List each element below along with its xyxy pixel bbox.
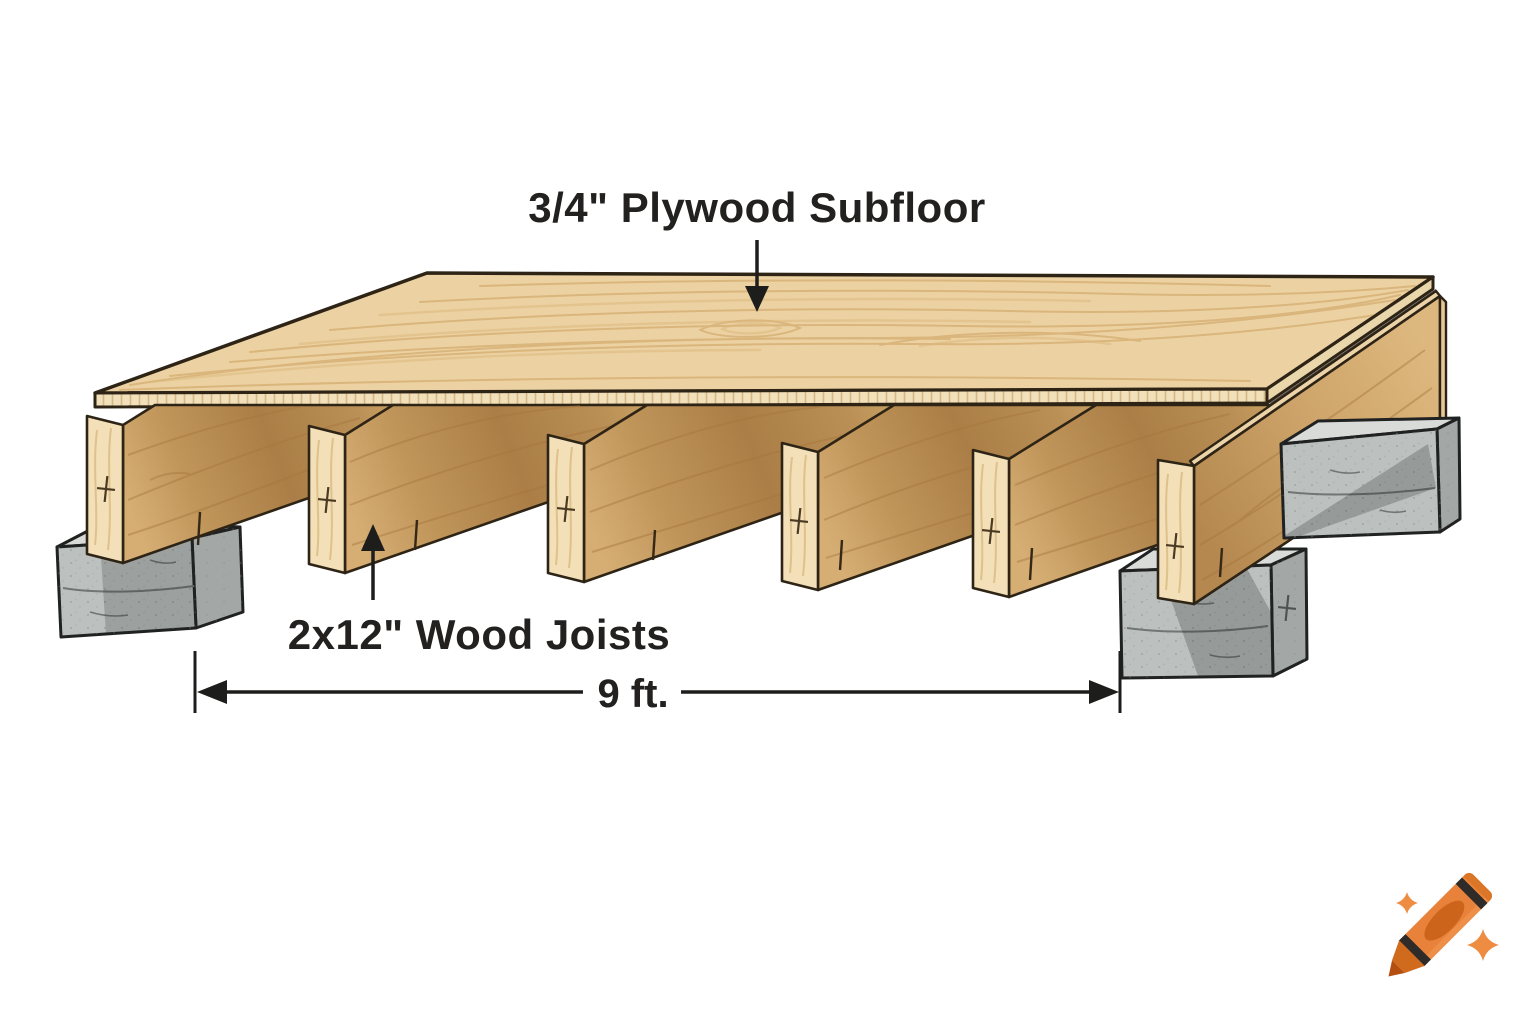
arrow-up-icon	[361, 524, 385, 551]
dimension-line	[193, 651, 1122, 713]
crayon-logo	[1388, 872, 1499, 977]
plus-mark	[789, 507, 809, 535]
arrow-down-icon	[745, 286, 769, 312]
plywood-subfloor	[93, 271, 1435, 409]
crack-line	[651, 529, 657, 561]
joist-cast-shadow	[1284, 444, 1436, 536]
plywood-right-edge	[1265, 275, 1435, 405]
span-label: 9 ft.	[597, 672, 668, 716]
sparkle-icon	[1467, 929, 1499, 961]
sparkle-icon	[1396, 892, 1418, 914]
crayon-icon	[1388, 872, 1493, 977]
plus-mark	[556, 495, 576, 523]
arrow-right-icon	[1089, 680, 1119, 704]
crack-line	[838, 539, 844, 571]
joist-arrow	[361, 524, 385, 600]
title-arrow	[745, 240, 769, 312]
plywood-grain	[119, 279, 1416, 391]
title-label: 3/4" Plywood Subfloor	[528, 184, 985, 231]
joist-label: 2x12" Wood Joists	[288, 611, 670, 658]
plus-mark	[1277, 594, 1297, 622]
plus-mark	[1165, 532, 1185, 560]
plus-mark	[981, 517, 1001, 545]
crack-line	[1028, 547, 1034, 581]
plus-mark	[317, 486, 337, 514]
crack-line	[1218, 547, 1224, 578]
crack-line	[413, 519, 419, 551]
crack-line	[196, 511, 202, 546]
joist-end-face	[1156, 458, 1196, 606]
plus-mark	[96, 475, 116, 503]
arrow-left-icon	[197, 680, 227, 704]
concrete-pier-right	[1279, 416, 1462, 540]
